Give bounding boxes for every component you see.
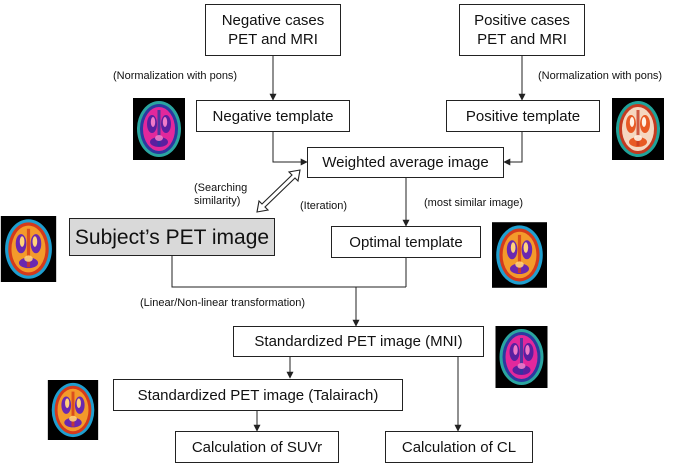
double-arrow-iteration [256, 169, 301, 213]
brain-image-negative [133, 98, 185, 160]
brain-image-optimal [492, 222, 547, 288]
negative-cases-box: Negative cases PET and MRI [205, 4, 341, 56]
arrow-negtemplate-to-weighted [272, 132, 308, 166]
label-transformation: (Linear/Non-linear transformation) [140, 297, 306, 309]
label-normalization-right: (Normalization with pons) [538, 70, 663, 82]
brain-image-subject [0, 216, 57, 282]
positive-template-box: Positive template [446, 100, 600, 132]
standardized-talairach-box: Standardized PET image (Talairach) [113, 379, 403, 411]
calc-suvr-box: Calculation of SUVr [175, 431, 339, 463]
line-subject-to-merge [171, 255, 406, 288]
subject-pet-box: Subject’s PET image [69, 218, 275, 256]
arrow-postemplate-to-weighted [503, 132, 523, 166]
negative-template-box: Negative template [196, 100, 350, 132]
label-searching-similarity: (Searching similarity) [194, 182, 248, 207]
positive-cases-box: Positive cases PET and MRI [459, 4, 585, 56]
optimal-template-box: Optimal template [331, 226, 481, 258]
calc-cl-box: Calculation of CL [385, 431, 533, 463]
label-iteration: (Iteration) [300, 200, 348, 212]
standardized-mni-box: Standardized PET image (MNI) [233, 326, 484, 357]
label-normalization-left: (Normalization with pons) [113, 70, 238, 82]
brain-image-mni [495, 326, 548, 388]
brain-image-talairach [47, 380, 99, 440]
weighted-average-box: Weighted average image [307, 147, 504, 178]
brain-image-positive [612, 98, 664, 160]
label-most-similar: (most similar image) [424, 197, 524, 209]
